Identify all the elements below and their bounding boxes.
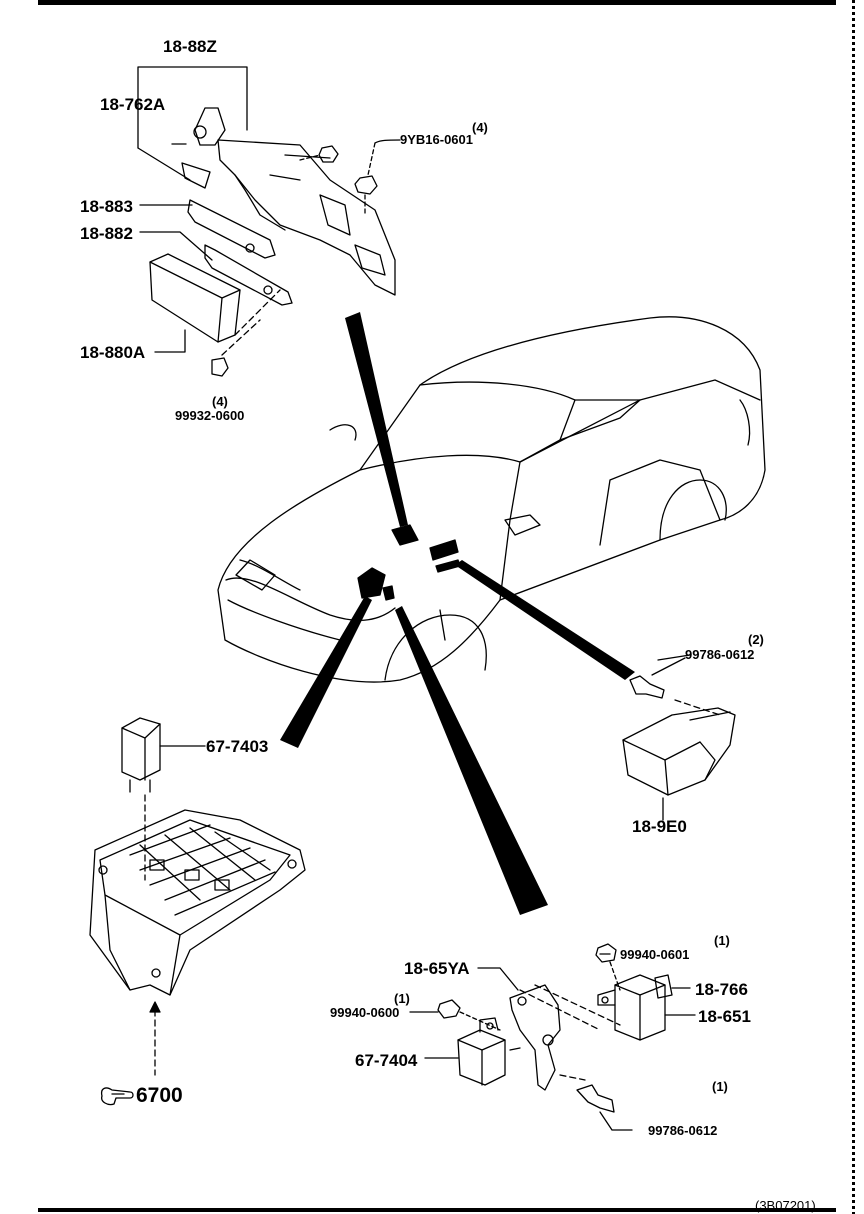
- label-67-7404: 67-7404: [355, 1051, 418, 1070]
- car-outline: [217, 316, 766, 683]
- label-18-766: 18-766: [695, 980, 748, 999]
- relay-67-7404: [409, 999, 521, 1086]
- label-18-883: 18-883: [80, 197, 133, 216]
- leader-wedges: [280, 312, 635, 915]
- label-18-880A: 18-880A: [80, 343, 146, 362]
- label-18-882: 18-882: [80, 224, 133, 243]
- label-99940-0601: 99940-0601: [620, 947, 690, 962]
- label-99786-0612-upper: 99786-0612: [685, 647, 755, 662]
- label-18-9E0: 18-9E0: [632, 817, 687, 836]
- relay-18-651: [595, 943, 696, 1041]
- label-18-65YA: 18-65YA: [404, 959, 470, 978]
- qty-99940-0601: (1): [714, 933, 730, 948]
- bracket-18-65YA: [477, 967, 621, 1091]
- module-18-880A: [149, 253, 281, 377]
- ref-6700: 6700: [136, 1084, 183, 1107]
- label-18-88Z: 18-88Z: [163, 37, 217, 56]
- right-edge: [852, 0, 855, 1214]
- relay-67-7403: [121, 717, 206, 881]
- label-99786-0612-lower: 99786-0612: [648, 1123, 718, 1138]
- qty-99786-lower: (1): [712, 1079, 728, 1094]
- pointing-hand-icon: [100, 1087, 134, 1106]
- plate-18-883: [139, 199, 276, 259]
- bolt-99786-0612-lower: [576, 1084, 633, 1131]
- qty-99932: (4): [212, 394, 228, 409]
- module-18-9E0: [622, 654, 736, 821]
- fuse-box-6700: [89, 809, 306, 1076]
- top-rule: [38, 0, 836, 5]
- car-mounted-parts: [357, 524, 461, 601]
- label-leaders: [171, 143, 686, 955]
- bottom-rule: [38, 1208, 836, 1212]
- qty-99940-0600: (1): [394, 991, 410, 1006]
- label-67-7403: 67-7403: [206, 737, 269, 756]
- label-9YB16-0601: 9YB16-0601: [400, 132, 473, 147]
- label-18-762A: 18-762A: [100, 95, 166, 114]
- qty-9YB16: (4): [472, 120, 488, 135]
- qty-99786-upper: (2): [748, 632, 764, 647]
- footer-code: (3B07201): [755, 1198, 816, 1213]
- label-99932-0600: 99932-0600: [175, 408, 245, 423]
- label-18-651: 18-651: [698, 1007, 751, 1026]
- plate-18-882: [139, 231, 293, 306]
- bracket-assembly-18-88Z: [137, 66, 401, 296]
- part-18-766: [654, 974, 691, 999]
- label-99940-0600: 99940-0600: [330, 1005, 400, 1020]
